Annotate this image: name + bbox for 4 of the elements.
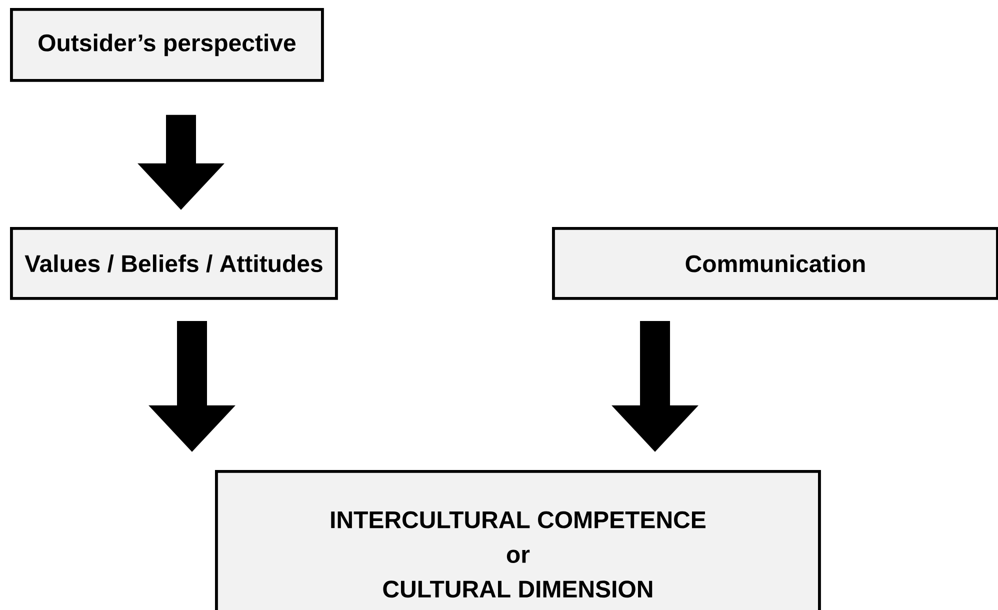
process-box: Communication xyxy=(552,227,998,300)
process-box: INTERCULTURAL COMPETENCE or CULTURAL DIMENSION xyxy=(215,470,821,610)
process-box: Values / Beliefs / Attitudes xyxy=(10,227,338,300)
process-box: Outsider’s perspective xyxy=(10,8,324,82)
